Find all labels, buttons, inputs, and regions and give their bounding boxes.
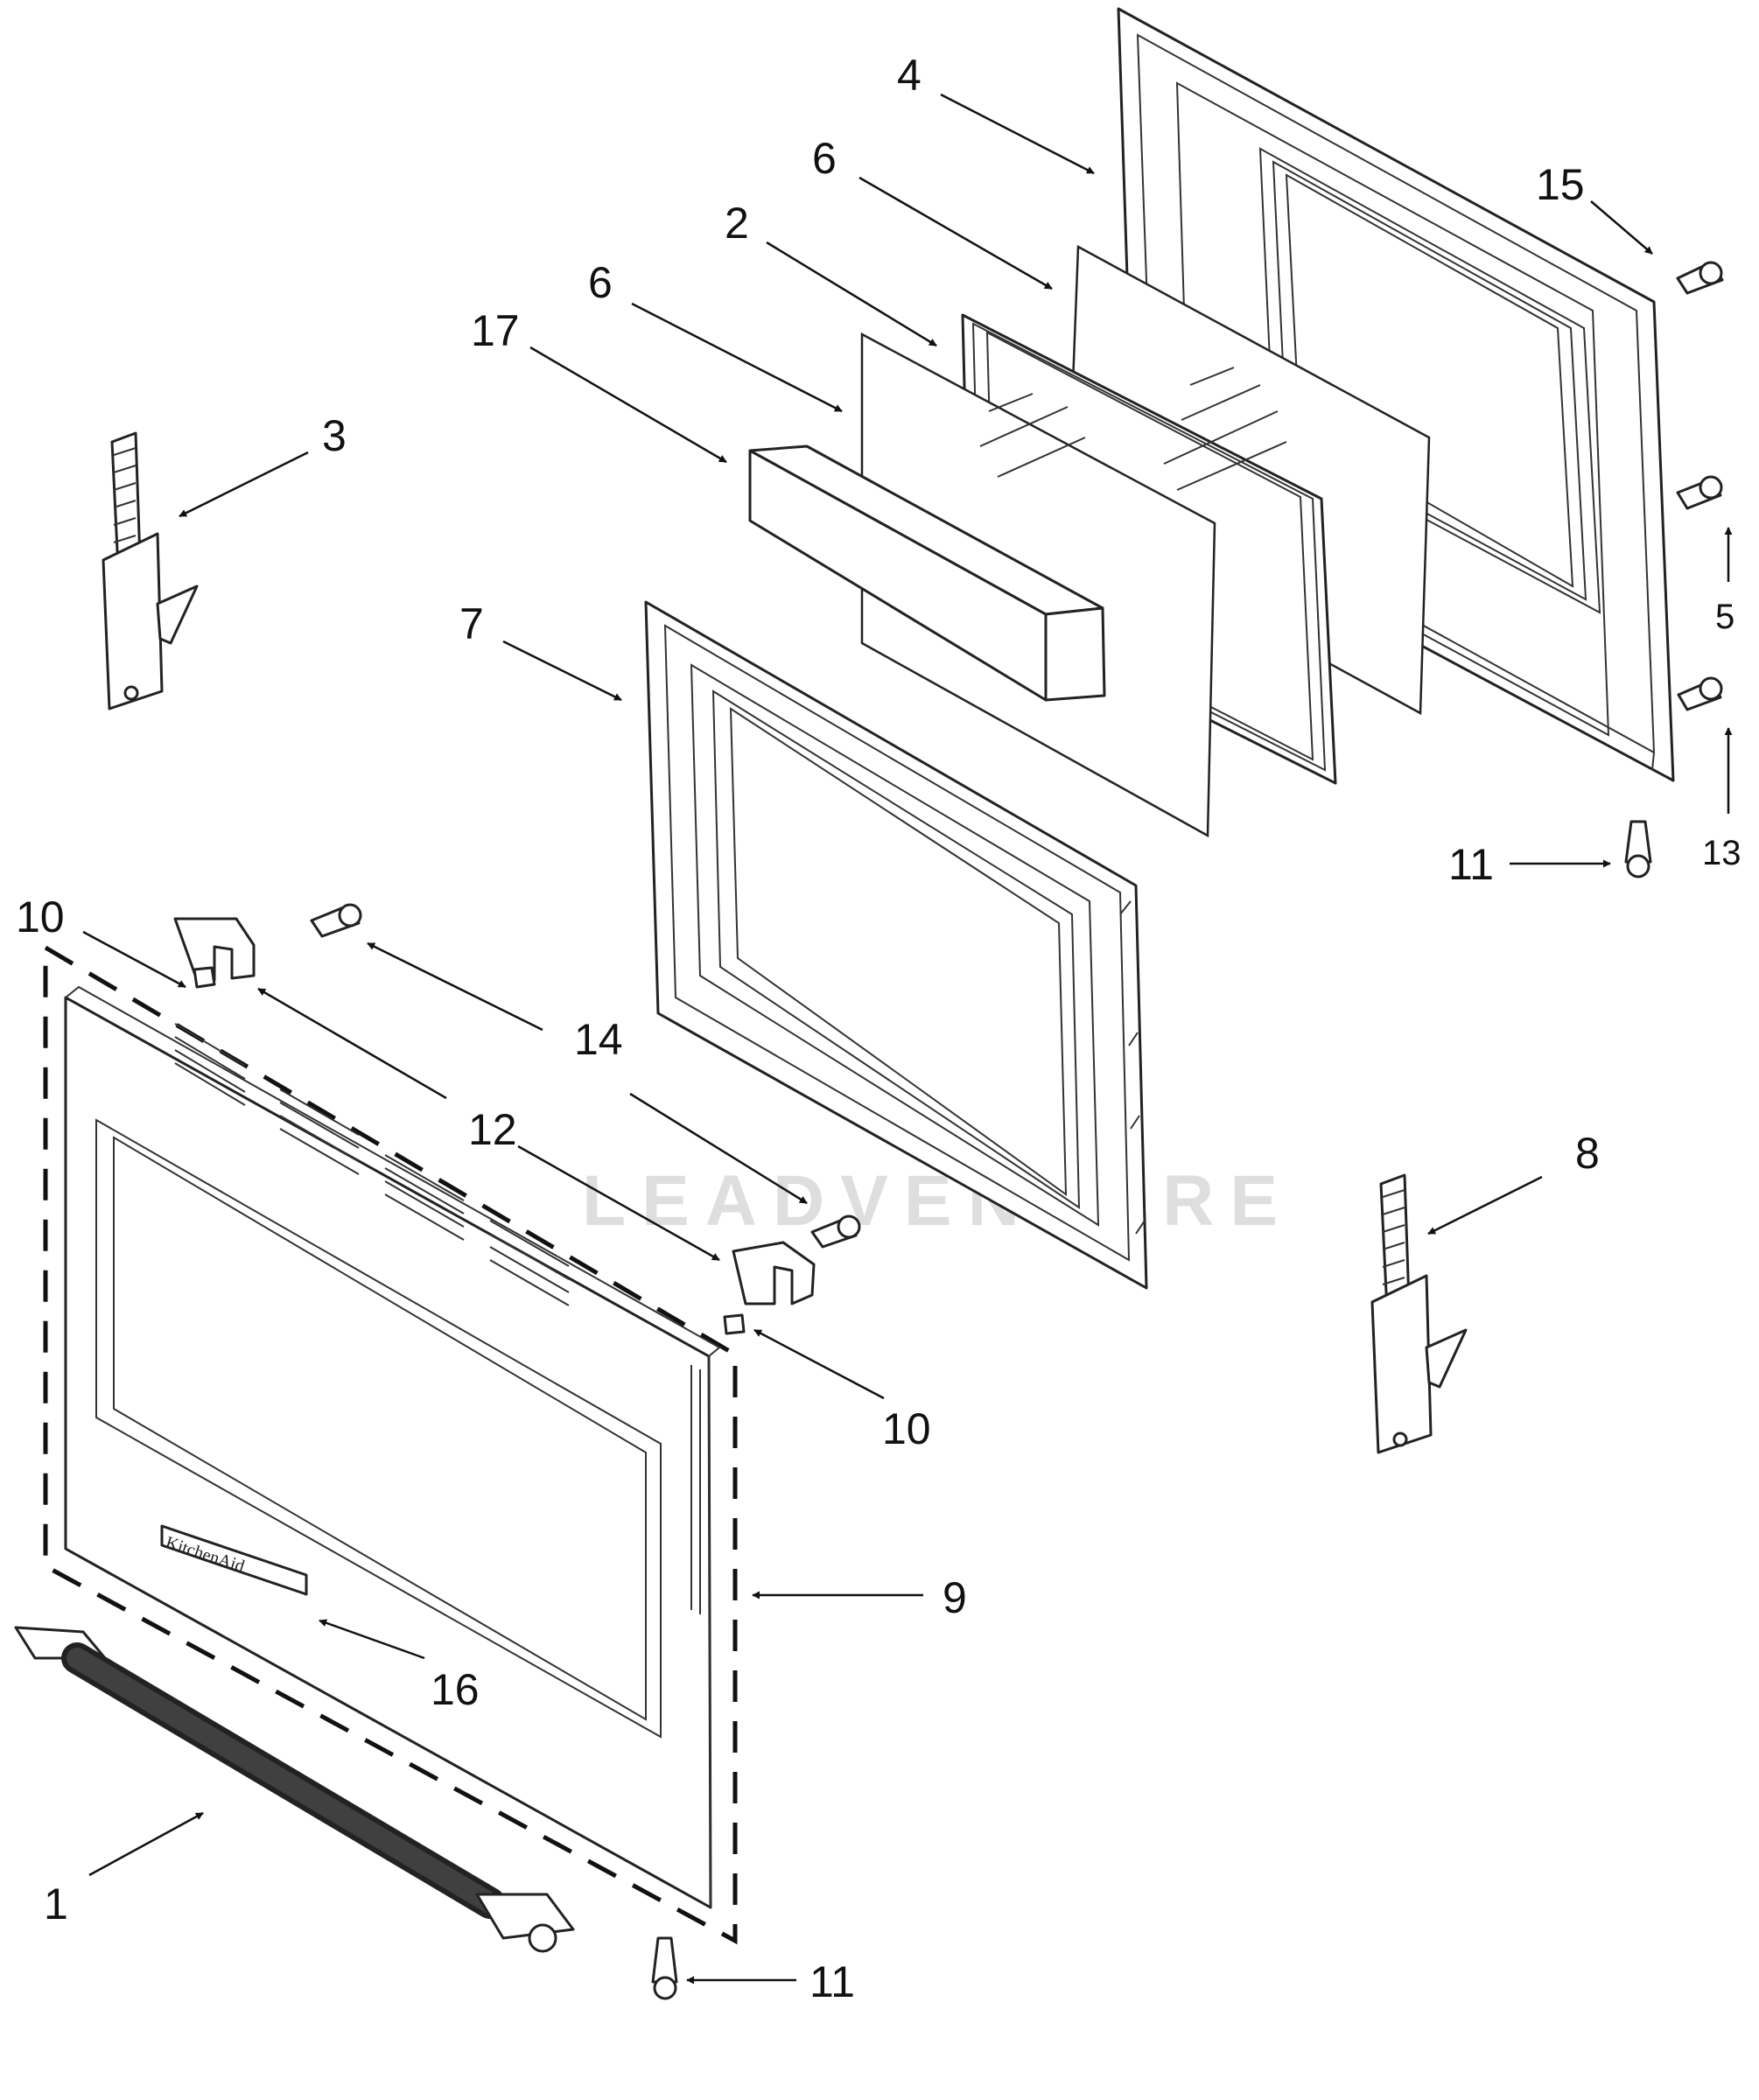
callout-9: 9 (943, 1573, 967, 1622)
bracket-right (732, 1241, 816, 1306)
callout-17: 17 (471, 306, 520, 355)
callout-2: 2 (725, 199, 749, 248)
screw-15 (1676, 261, 1724, 295)
callout-7: 7 (459, 599, 484, 648)
leader-10a (82, 930, 186, 989)
screw-11-upper (1624, 820, 1652, 878)
hinge-right (1370, 1173, 1468, 1454)
bracket-left (173, 917, 256, 982)
leader-8 (1427, 1175, 1543, 1236)
spacer-right (723, 1313, 746, 1335)
leader-15 (1590, 200, 1653, 255)
leader-17 (529, 346, 727, 464)
screw-13 (1677, 676, 1723, 711)
hinge-left (102, 431, 199, 710)
callout-6b: 6 (588, 258, 613, 307)
screw-11-lower (651, 1936, 678, 2000)
callout-12: 12 (468, 1105, 517, 1154)
leader-1 (88, 1811, 204, 1877)
leader-4 (940, 93, 1095, 175)
callout-4: 4 (897, 51, 922, 100)
leader-6a (858, 176, 1053, 290)
leader-14a (367, 942, 543, 1032)
leader-lines (82, 93, 1733, 1984)
callout-14: 14 (574, 1015, 623, 1064)
callout-11a: 11 (1448, 840, 1494, 889)
leader-10b (753, 1328, 885, 1400)
callouts: 4 15 6 2 6 17 3 5 7 13 11 10 14 12 8 10 … (16, 51, 1741, 2006)
callout-6a: 6 (812, 134, 837, 183)
callout-11b: 11 (809, 1957, 855, 2006)
door-frame (644, 600, 1148, 1290)
callout-10b: 10 (882, 1404, 931, 1453)
callout-1: 1 (44, 1880, 68, 1928)
screw-5 (1676, 475, 1723, 510)
callout-15: 15 (1536, 160, 1585, 209)
leader-6b (631, 302, 843, 413)
callout-10a: 10 (16, 892, 65, 942)
leader-14b (629, 1092, 808, 1205)
leader-12a (257, 987, 447, 1100)
spacer-left (193, 966, 216, 989)
leader-2 (766, 241, 937, 347)
screw-14-lower (810, 1214, 861, 1249)
callout-5: 5 (1715, 598, 1734, 636)
outer-door-assembly (43, 943, 738, 1945)
callout-8: 8 (1575, 1129, 1600, 1178)
callout-13: 13 (1702, 834, 1741, 872)
screw-14-upper (310, 903, 362, 938)
leader-7 (502, 640, 622, 702)
watermark-text: LEADVENTURE (582, 1161, 1293, 1241)
leader-16 (319, 1619, 425, 1660)
door-handle (14, 1626, 575, 1953)
leader-12b (517, 1144, 720, 1262)
callout-3: 3 (322, 411, 347, 460)
leader-3 (179, 451, 309, 518)
callout-16: 16 (431, 1665, 480, 1714)
insulation-block (748, 444, 1106, 702)
